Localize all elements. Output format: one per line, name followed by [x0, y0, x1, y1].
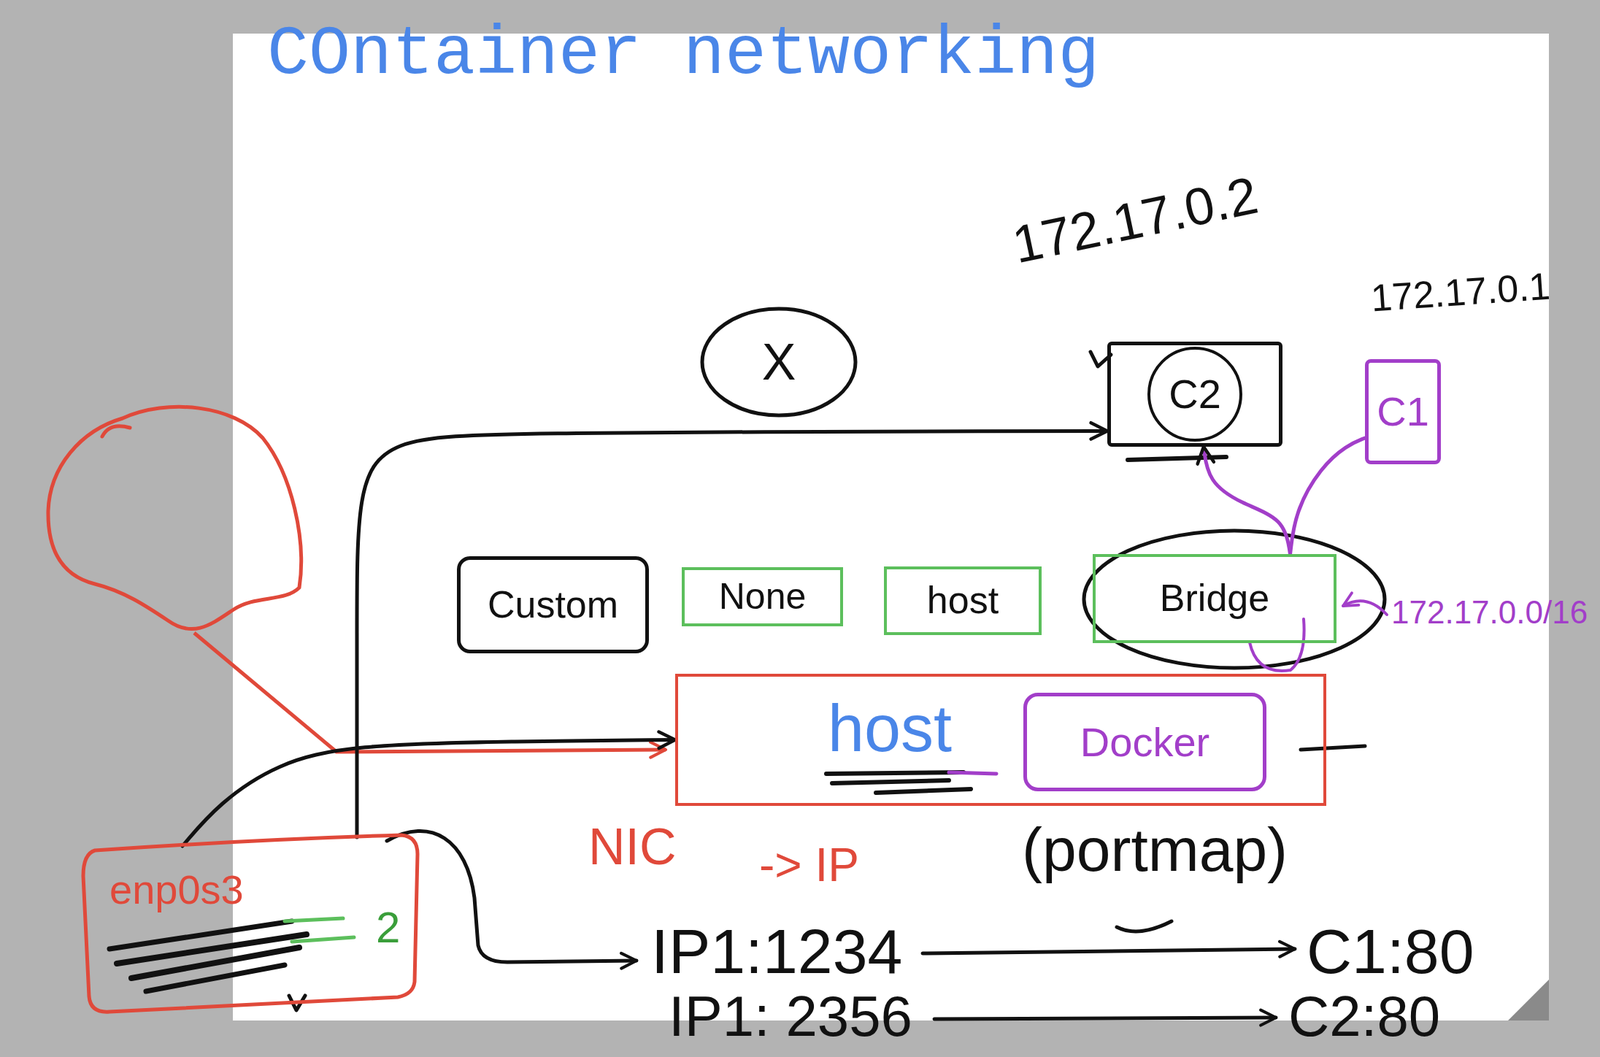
connector: [1290, 437, 1365, 555]
ip-label-holder: -> IP: [759, 839, 860, 891]
docker-engine-box: Docker: [1023, 692, 1267, 792]
page-fold: [1508, 979, 1549, 1021]
container-port: C1:80: [1306, 916, 1475, 987]
cloud-hook: [102, 426, 130, 437]
underline-scribble: [826, 772, 964, 774]
nic-box: enp0s3 2: [80, 832, 424, 1015]
nic-label: NIC: [588, 818, 677, 876]
underline-scribble: [832, 780, 949, 784]
green-stroke: [284, 918, 344, 922]
network-driver-box: Bridge: [1092, 554, 1337, 644]
ellipse-outline: [702, 308, 856, 416]
container-box: C2: [1107, 341, 1283, 447]
host-machine-box: host Docker: [675, 673, 1327, 806]
host-port: IP1:1234: [651, 916, 903, 987]
strike-scribble: [109, 921, 292, 949]
subnet-label: 172.17.0.0/16: [1391, 594, 1588, 630]
portmap-label: (portmap): [1021, 815, 1288, 884]
engine-name: Docker: [1080, 719, 1210, 765]
ip-address: 172.17.0.1: [1369, 264, 1552, 319]
driver-name: Bridge: [1159, 577, 1270, 619]
strike-scribble: [145, 964, 285, 992]
host-port-holder: IP1:1234: [651, 916, 903, 987]
nic-outline: [83, 835, 418, 1012]
circle-outline: [1148, 348, 1241, 441]
container-port-holder: C1:80: [1306, 916, 1475, 987]
network-driver-box: host: [883, 566, 1042, 636]
container-box: C1: [1364, 359, 1441, 465]
interface-number: 2: [375, 903, 400, 952]
ip-label: -> IP: [759, 838, 860, 892]
connector: [356, 430, 1108, 838]
connector: [1203, 446, 1291, 555]
subnet-label-holder: 172.17.0.0/16: [1391, 594, 1588, 630]
bridge-curl: [1249, 618, 1305, 671]
ip-address-holder: 172.17.0.1: [1369, 264, 1552, 319]
container-port: C2:80: [1288, 983, 1441, 1049]
container-underline: [1127, 456, 1227, 460]
network-driver-box: None: [681, 567, 844, 627]
page-panel: [232, 33, 1549, 1021]
network-driver-box: Custom: [456, 556, 649, 654]
cross-mark: X: [762, 334, 797, 391]
ip-address-holder: 172.17.0.2: [1007, 165, 1263, 274]
green-stroke: [291, 937, 355, 942]
container-name: C2: [1168, 371, 1222, 417]
internet-cloud: [48, 406, 302, 629]
container-port-holder: C2:80: [1288, 985, 1441, 1049]
driver-name: Custom: [487, 583, 619, 626]
host-port: IP1: 2356: [668, 983, 913, 1049]
side-stroke: [1300, 745, 1365, 750]
diagram-title: COntainer networking: [267, 20, 1100, 90]
host-name: host: [827, 692, 952, 765]
ip-address: 172.17.0.2: [1007, 165, 1263, 275]
container-name: C1: [1376, 389, 1430, 435]
driver-name: host: [927, 579, 999, 622]
underline-scribble: [875, 789, 971, 793]
host-port-holder: IP1: 2356: [668, 985, 913, 1049]
blocked-mark: X: [698, 305, 860, 419]
subnet-pointer: [1343, 600, 1387, 615]
underline-scribble: [948, 772, 997, 774]
tick-mark: [1116, 921, 1172, 932]
driver-name: None: [718, 576, 807, 617]
interface-name: enp0s3: [109, 867, 244, 913]
strike-scribble: [131, 947, 300, 979]
portmap-arrow: [922, 948, 1295, 954]
portmap-arrow: [934, 1017, 1276, 1019]
portmap-label-holder: (portmap): [1021, 816, 1288, 884]
nic-outline: [80, 832, 424, 1015]
bridge-oval: [1083, 530, 1385, 668]
nic-label-holder: NIC: [588, 818, 677, 876]
